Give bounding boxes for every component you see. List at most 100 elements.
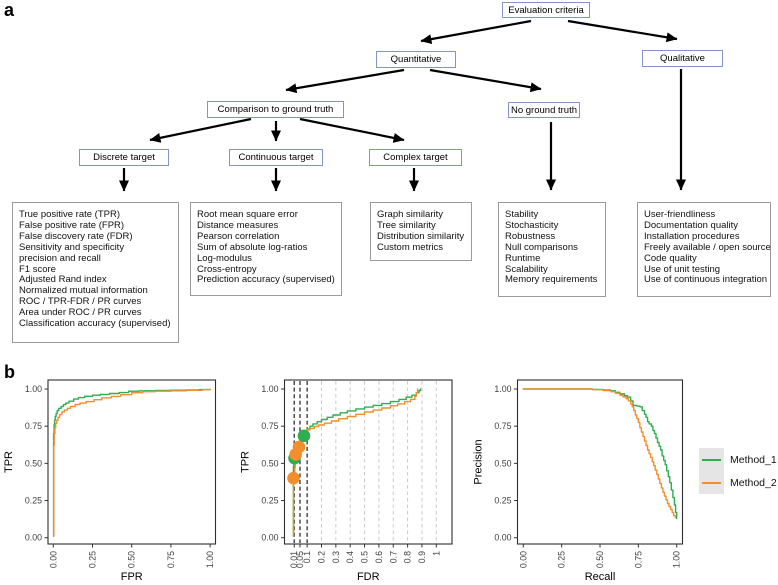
- curve-Method_1: [292, 388, 422, 537]
- y-axis-title: TPR: [240, 451, 252, 473]
- y-tick-label: 0.50: [25, 458, 42, 468]
- y-axis-title: Precision: [473, 439, 485, 484]
- list-item: User-friendliness: [644, 209, 716, 220]
- list-item: Memory requirements: [505, 274, 598, 286]
- list-item: Scalability: [505, 263, 548, 275]
- legend-key-method-1: [699, 448, 724, 471]
- plot-border: [516, 379, 684, 545]
- list-item: Code quality: [644, 252, 697, 264]
- curve-Method_2: [522, 388, 676, 519]
- legend-line-method-2: [702, 481, 721, 484]
- plot-border: [47, 379, 217, 545]
- list-item: Sensitivity and specificity: [19, 241, 125, 253]
- list-item: Pearson correlation: [197, 230, 280, 242]
- list-item: ROC / TPR-FDR / PR curves: [19, 296, 142, 308]
- list-item: Distribution similarity: [377, 230, 465, 242]
- tree-node-comparison-to-ground-truth: Comparison to ground truth: [207, 101, 344, 118]
- y-tick-label: 0.75: [494, 421, 511, 431]
- plot-panel: [284, 380, 452, 544]
- legend-label-method-2: Method_2: [730, 477, 777, 489]
- x-tick-label: 0.75: [166, 551, 176, 568]
- curve-Method_1: [522, 388, 678, 520]
- list-item: Use of continuous integration: [644, 274, 768, 286]
- list-item: Classification accuracy (supervised): [19, 318, 171, 330]
- tree-node-no-ground-truth: No ground truth: [508, 102, 580, 118]
- list-item: True positive rate (TPR): [19, 209, 121, 220]
- tree-arrow: [285, 68, 405, 94]
- curve-Method_2: [292, 388, 419, 537]
- plot-border: [283, 379, 453, 545]
- list-item: Documentation quality: [644, 219, 738, 231]
- list-item: precision and recall: [19, 252, 101, 264]
- panel-b-label: b: [4, 362, 15, 382]
- list-item: Sum of absolute log-ratios: [197, 241, 308, 253]
- list-item: Graph similarity: [377, 209, 443, 220]
- x-tick-label: 0.25: [88, 551, 98, 568]
- tree-arrow: [567, 19, 678, 43]
- y-tick-label: 1.00: [261, 384, 278, 394]
- y-tick-label: 0.25: [25, 496, 42, 506]
- list-item: Use of unit testing: [644, 263, 721, 275]
- x-axis-title: Recall: [585, 571, 616, 583]
- x-tick-label: 1: [431, 551, 441, 556]
- legend-label-method-1: Method_1: [730, 454, 777, 466]
- tree-node-complex-target: Complex target: [369, 149, 462, 166]
- x-tick-label: 0.05: [295, 551, 305, 568]
- x-tick-label: 0.5: [360, 551, 370, 563]
- threshold-dot-Method_2: [287, 471, 300, 485]
- x-tick-label: 0.4: [345, 551, 355, 563]
- y-tick-label: 0.00: [494, 533, 511, 543]
- list-item: False discovery rate (FDR): [19, 230, 133, 242]
- tree-arrow: [420, 19, 532, 45]
- threshold-dot-Method_1: [288, 451, 301, 465]
- y-tick-label: 0.25: [494, 496, 511, 506]
- list-item: Robustness: [505, 230, 556, 242]
- x-tick-label: 0.25: [557, 551, 567, 568]
- tree-arrow: [429, 68, 542, 93]
- legend-line-method-1: [702, 458, 721, 461]
- x-tick-label: 0.75: [633, 551, 643, 568]
- tree-node-qualitative: Qualitative: [642, 50, 723, 67]
- y-axis-title: TPR: [3, 451, 15, 473]
- list-item: Adjusted Rand index: [19, 274, 107, 286]
- plot-panel: [517, 380, 683, 544]
- y-tick-label: 0.75: [25, 421, 42, 431]
- x-tick-label: 1.00: [205, 551, 215, 568]
- list-item: False positive rate (FPR): [19, 219, 125, 231]
- x-tick-label: 0.50: [595, 551, 605, 568]
- y-tick-label: 0.00: [261, 533, 278, 543]
- threshold-dot-Method_1: [297, 429, 311, 443]
- y-tick-label: 1.00: [494, 384, 511, 394]
- list-item: Log-modulus: [197, 252, 252, 264]
- threshold-dot-Method_2: [292, 440, 306, 454]
- x-axis-title: FDR: [357, 571, 380, 583]
- x-tick-label: 0.2: [317, 551, 327, 563]
- list-item: Tree similarity: [377, 219, 436, 231]
- list-item: Cross-entropy: [197, 263, 257, 275]
- curve-Method_2: [53, 388, 211, 537]
- y-tick-label: 0.50: [261, 458, 278, 468]
- list-item: Root mean square error: [197, 209, 298, 220]
- curve-Method_1: [52, 388, 211, 537]
- x-tick-label: 0.3: [331, 551, 341, 563]
- x-tick-label: 0.00: [48, 551, 58, 568]
- tree-node-quantitative: Quantitative: [376, 51, 456, 68]
- tree-node-discrete-target: Discrete target: [79, 149, 169, 166]
- x-axis-title: FPR: [121, 571, 143, 583]
- threshold-dot-Method_2: [289, 448, 302, 461]
- list-item: Installation procedures: [644, 230, 740, 242]
- y-tick-label: 0.00: [25, 533, 42, 543]
- panel-a-label: a: [4, 0, 15, 20]
- x-tick-label: 0.9: [417, 551, 427, 563]
- y-tick-label: 0.75: [261, 421, 278, 431]
- tree-node-evaluation-criteria: Evaluation criteria: [502, 2, 590, 18]
- y-tick-label: 0.25: [261, 496, 278, 506]
- list-item: Null comparisons: [505, 241, 578, 253]
